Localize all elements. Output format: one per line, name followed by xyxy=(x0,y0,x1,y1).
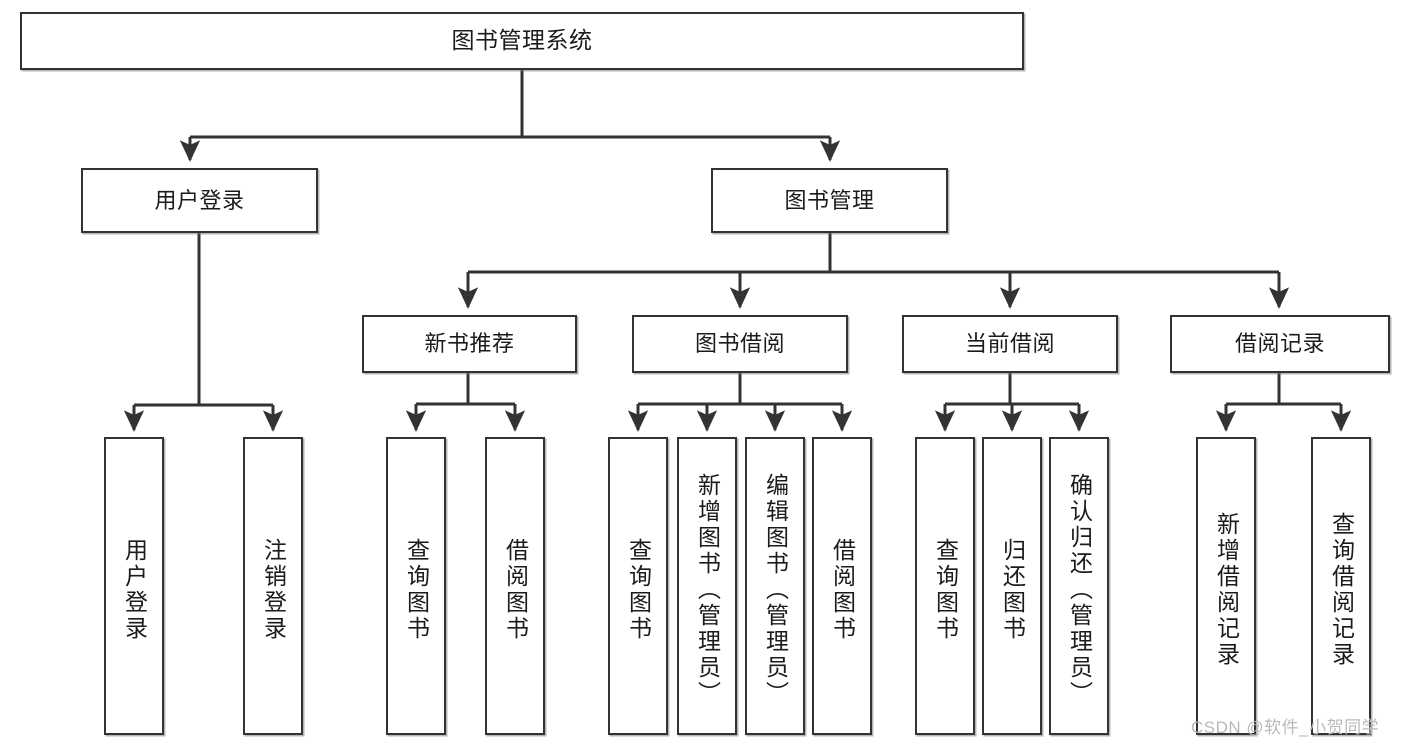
node-label: 新增借阅记录 xyxy=(1213,512,1240,668)
node-label: 借阅图书 xyxy=(829,538,856,642)
node-label: 借阅记录 xyxy=(1234,331,1325,357)
node-label: 查询图书 xyxy=(932,538,959,642)
node-current-borrow[interactable]: 当前借阅 xyxy=(902,315,1118,373)
node-leaf-borrow-book-2[interactable]: 借阅图书 xyxy=(812,437,872,735)
node-label: 查询借阅记录 xyxy=(1328,512,1355,668)
node-label: 查询图书 xyxy=(625,538,652,642)
node-label: 新书推荐 xyxy=(424,331,515,357)
node-leaf-confirm-return[interactable]: 确认归还（管理员） xyxy=(1049,437,1109,735)
node-label: 查询图书 xyxy=(403,538,430,642)
node-label: 归还图书 xyxy=(999,538,1026,642)
node-label: 图书管理系统 xyxy=(451,27,593,54)
node-label: 用户登录 xyxy=(154,187,245,213)
node-root-book-management-system[interactable]: 图书管理系统 xyxy=(20,12,1024,70)
node-book-manage[interactable]: 图书管理 xyxy=(711,168,948,233)
node-new-book-recommend[interactable]: 新书推荐 xyxy=(362,315,577,373)
node-label: 确认归还（管理员） xyxy=(1066,473,1093,707)
node-leaf-query-book-2[interactable]: 查询图书 xyxy=(608,437,668,735)
node-leaf-query-borrow-record[interactable]: 查询借阅记录 xyxy=(1311,437,1371,735)
node-leaf-query-book-3[interactable]: 查询图书 xyxy=(915,437,975,735)
node-leaf-add-book[interactable]: 新增图书（管理员） xyxy=(677,437,737,735)
node-leaf-borrow-book-1[interactable]: 借阅图书 xyxy=(485,437,545,735)
node-leaf-user-login[interactable]: 用户登录 xyxy=(104,437,164,735)
csdn-watermark: CSDN @软件_小贺同学 xyxy=(1191,718,1380,737)
node-leaf-logout-login[interactable]: 注销登录 xyxy=(243,437,303,735)
node-label: 新增图书（管理员） xyxy=(694,473,721,707)
node-label: 图书借阅 xyxy=(694,331,785,357)
node-leaf-add-borrow-record[interactable]: 新增借阅记录 xyxy=(1196,437,1256,735)
node-label: 注销登录 xyxy=(260,538,287,642)
node-label: 编辑图书（管理员） xyxy=(762,473,789,707)
node-leaf-edit-book[interactable]: 编辑图书（管理员） xyxy=(745,437,805,735)
node-user-login[interactable]: 用户登录 xyxy=(81,168,318,233)
node-leaf-return-book[interactable]: 归还图书 xyxy=(982,437,1042,735)
node-label: 当前借阅 xyxy=(964,331,1055,357)
node-label: 图书管理 xyxy=(784,187,875,213)
node-book-borrow[interactable]: 图书借阅 xyxy=(632,315,848,373)
node-label: 借阅图书 xyxy=(502,538,529,642)
node-leaf-query-book-1[interactable]: 查询图书 xyxy=(386,437,446,735)
node-borrow-record[interactable]: 借阅记录 xyxy=(1170,315,1390,373)
node-label: 用户登录 xyxy=(121,538,148,642)
